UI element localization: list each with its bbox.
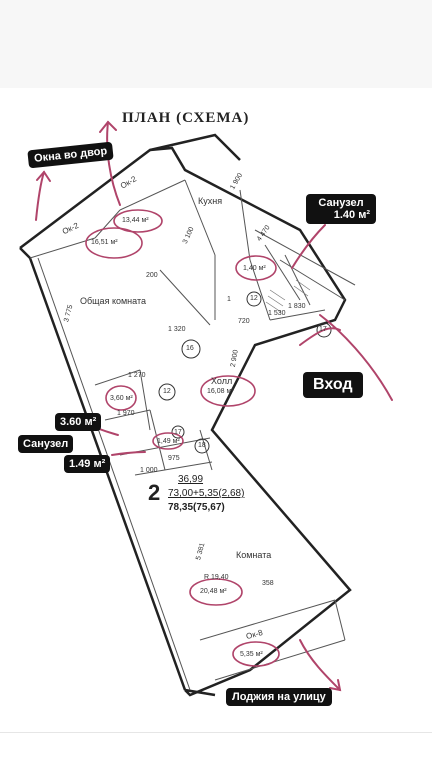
living-area: 16,51 м² [91,239,118,246]
plan-title: ПЛАН (СХЕМА) [122,110,250,126]
mark-number: 17 [319,326,327,333]
dimension: 1 320 [168,326,186,333]
bathroom-callout-title: Санузел [318,197,364,209]
mark-number: 1 [227,296,231,303]
bath2-area: 3,60 м² [110,395,133,402]
bath3-area: 1,49 м² [157,438,180,445]
dimension: 1 830 [288,303,306,310]
area-line-1: 36,99 [178,474,204,485]
kitchen-label: Кухня [198,196,223,206]
bathroom-callout-area: 1.40 м² [333,209,370,221]
entrance-callout: Вход [303,372,363,398]
living-label: Общая комната [80,296,146,306]
mark-number: 17 [174,429,182,436]
mark-number: 18 [198,442,206,449]
fixtures [158,291,332,454]
bath1-area: 1,40 м² [243,265,266,272]
area-highlights [85,209,280,667]
dimension: 1 970 [117,410,135,417]
bottom-blank-area [0,732,432,769]
kitchen-area: 13,44 м² [122,217,149,224]
marker-strokes [35,120,393,692]
room-area: 20,48 м² [200,588,227,595]
bathroom2-callout-area: 1.49 м² [64,455,111,473]
dimension: 1 530 [268,310,286,317]
apartment-number: 2 [148,480,161,505]
top-blank-area [0,0,432,88]
area-360-callout: 3.60 м² [55,413,102,431]
dimension: 1 000 [140,467,158,474]
dimension: 200 [146,272,158,279]
dimension: 975 [168,455,180,462]
dimension: 358 [262,580,274,587]
area-line-3: 78,35(75,67) [168,502,225,513]
hall-label: Холл [211,376,233,386]
bathroom-callout: Санузел 1.40 м² [306,194,376,224]
shaft-hatching [265,279,311,313]
hall-area: 16,08 м² [207,388,234,395]
mark-number: 16 [186,345,194,352]
mark-number: 12 [250,295,258,302]
bathroom2-callout-title: Санузел [18,435,74,453]
area-line-2: 73,00+5,35(2,68) [168,488,245,499]
mark-number: 12 [163,388,171,395]
loggia-street-callout: Лоджия на улицу [226,688,332,706]
dimension: R 19,40 [204,574,229,581]
loggia-area: 5,35 м² [240,651,263,658]
dimension: 720 [238,318,250,325]
dimension: 1 270 [128,372,146,379]
inner-walls [29,179,356,691]
room-label: Комната [236,550,272,560]
